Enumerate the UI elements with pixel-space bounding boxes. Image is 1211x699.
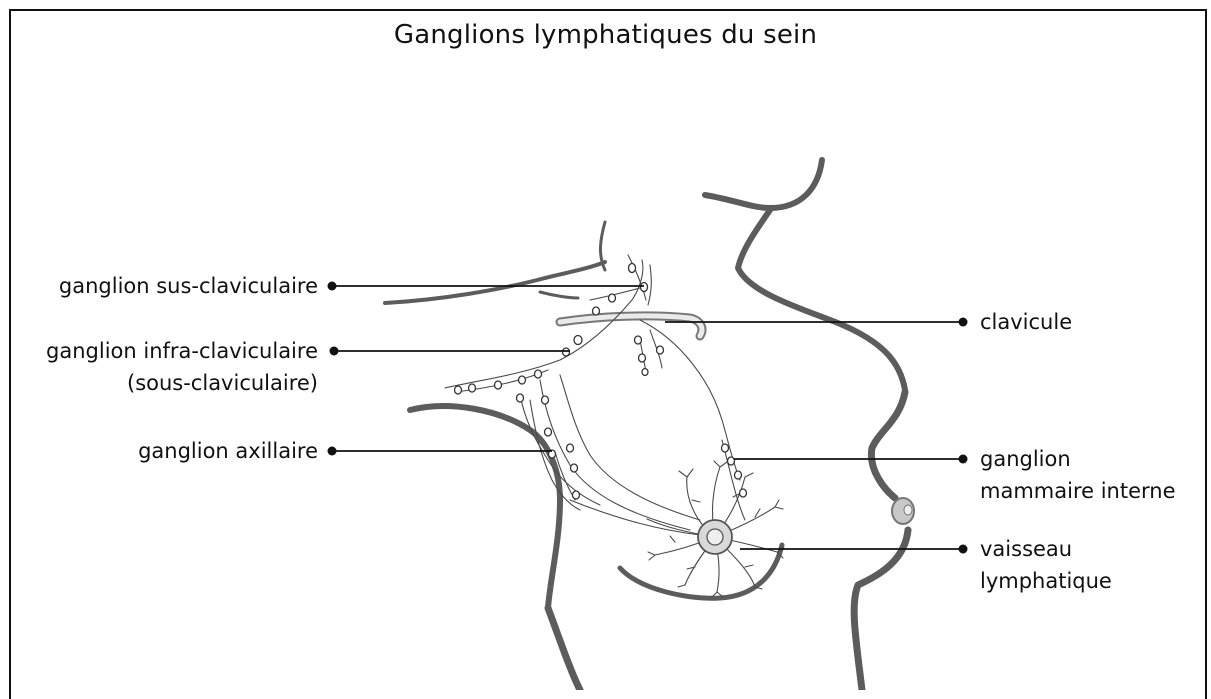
label-sous-claviculaire: (sous-claviculaire) [127,368,318,398]
label-mammaire-interne: mammaire interne [980,476,1176,506]
label-axillaire: ganglion axillaire [138,436,318,466]
body-outline [385,160,914,690]
label-sus-claviculaire: ganglion sus-claviculaire [59,271,318,301]
leader-lines [328,282,968,554]
label-lymphatique: lymphatique [980,566,1112,596]
label-infra-claviculaire: ganglion infra-claviculaire [46,336,318,366]
label-vaisseau: vaisseau [980,534,1072,564]
lymph-vessels [445,255,784,598]
label-clavicule: clavicule [980,307,1072,337]
lymph-nodes [455,264,747,500]
label-ganglion: ganglion [980,444,1071,474]
